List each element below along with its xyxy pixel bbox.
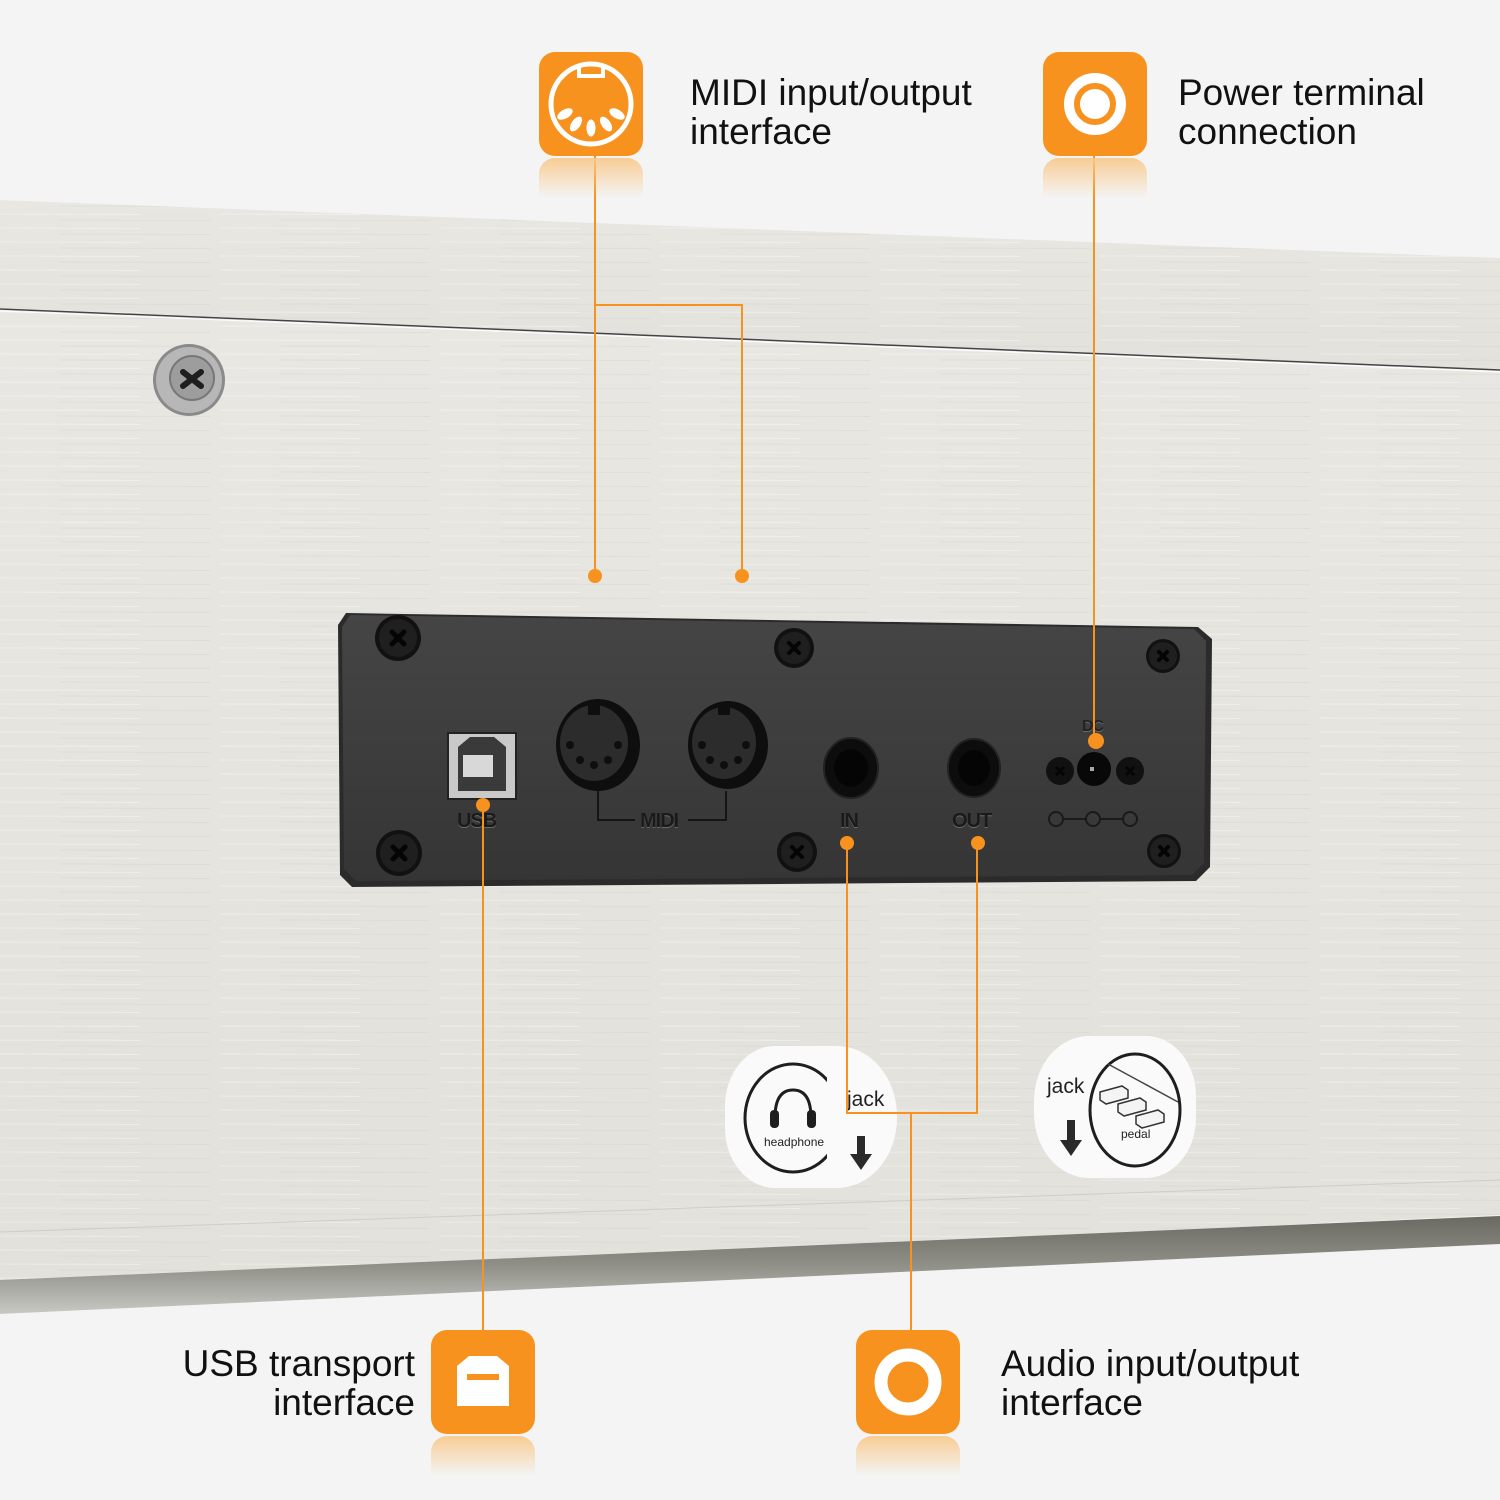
usb-callout-line-1: USB transport [182, 1343, 415, 1384]
down-arrow-icon [850, 1136, 872, 1170]
audio-callout-line-1: Audio input/output [1001, 1343, 1300, 1384]
midi-bracket [597, 791, 727, 821]
pedal-sticker-jack: jack [1047, 1075, 1085, 1098]
audio-badge-reflection [856, 1436, 960, 1476]
audio-callout-text: Audio input/output interface [1001, 1344, 1299, 1422]
midi-din-icon [548, 61, 634, 147]
power-ring-icon [1064, 73, 1126, 135]
connector-plate [338, 613, 1212, 887]
bottom-edge [0, 1216, 1500, 1314]
in-port-label: IN [840, 810, 859, 832]
midi-callout-line-1: MIDI input/output [690, 72, 972, 113]
out-port-label: OUT [952, 810, 992, 832]
midi-callout-badge [539, 52, 643, 156]
pedal-jack-sticker: jack pedal [1034, 1036, 1196, 1178]
plate-screw-icon [375, 615, 1181, 876]
audio-ring-icon [874, 1348, 942, 1416]
dc-port-label: DC [1082, 718, 1104, 735]
down-arrow-icon [1060, 1120, 1082, 1156]
power-callout-line-1: Power terminal [1178, 72, 1425, 113]
pedal-icon [1088, 1052, 1182, 1168]
headphone-sticker-label: headphone [764, 1135, 825, 1149]
panel-screw-icon [153, 344, 225, 416]
jack-in-port [823, 737, 879, 799]
pedal-sticker-label: pedal [1121, 1127, 1151, 1141]
polarity-icon [1048, 811, 1138, 827]
midi-callout-text: MIDI input/output interface [690, 73, 972, 151]
power-callout-line-2: connection [1178, 111, 1357, 152]
power-callout-badge [1043, 52, 1147, 156]
midi-port-label: MIDI [640, 810, 679, 832]
headphone-sticker-jack: jack [847, 1088, 885, 1111]
panel-seam [0, 308, 1500, 371]
headphone-jack-sticker: headphone jack [725, 1046, 897, 1188]
usb-port [447, 732, 517, 800]
usb-callout-badge [431, 1330, 535, 1434]
jack-out-port [947, 738, 1001, 798]
usb-callout-text: USB transport interface [120, 1344, 415, 1422]
audio-callout-badge [856, 1330, 960, 1434]
usb-port-label: USB [457, 810, 497, 832]
headphone-icon [743, 1062, 827, 1174]
power-badge-reflection [1043, 158, 1147, 198]
midi-callout-line-2: interface [690, 111, 832, 152]
audio-callout-line-2: interface [1001, 1382, 1143, 1423]
midi-badge-reflection [539, 158, 643, 198]
power-callout-text: Power terminal connection [1178, 73, 1425, 151]
usb-b-icon [457, 1356, 509, 1406]
midi-port-1 [556, 699, 640, 791]
dc-port [1046, 752, 1144, 827]
usb-badge-reflection [431, 1436, 535, 1476]
midi-port-2 [688, 701, 768, 789]
usb-callout-line-2: interface [273, 1382, 415, 1423]
